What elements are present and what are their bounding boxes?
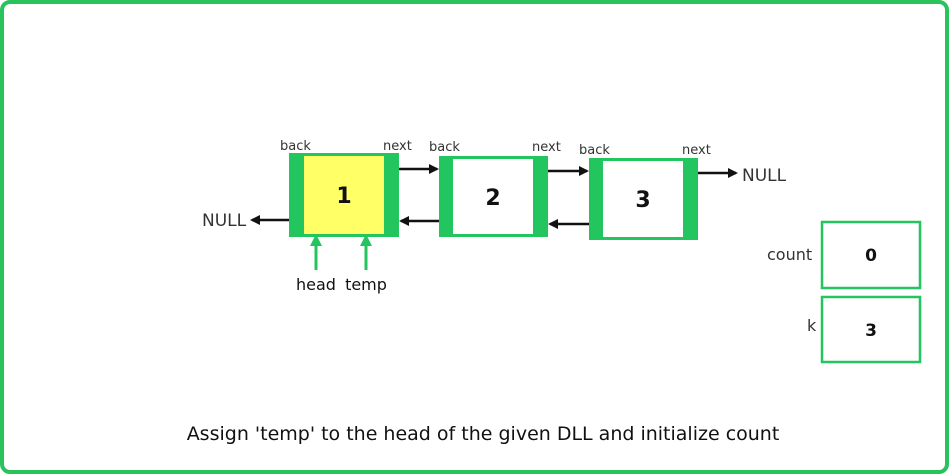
count-value: 0 xyxy=(865,246,877,266)
node-2-data-cell xyxy=(453,159,533,234)
node-2-value: 2 xyxy=(485,186,500,211)
node-3-back-label: back xyxy=(579,143,610,158)
caption: Assign 'temp' to the head of the given D… xyxy=(187,423,780,445)
node-1-back-label: back xyxy=(280,139,311,154)
count-label: count xyxy=(767,245,812,264)
k-label: k xyxy=(807,316,817,335)
variable-count: 0 count xyxy=(767,220,922,290)
null-left-label: NULL xyxy=(202,211,247,231)
node-2-next-label: next xyxy=(532,140,561,155)
node-1-value: 1 xyxy=(336,184,351,209)
node-1-next-label: next xyxy=(383,139,412,154)
temp-pointer-label: temp xyxy=(345,275,387,294)
node-2: 2 back next xyxy=(429,140,561,237)
variable-k: 3 k xyxy=(807,295,922,364)
node-1: 1 back next xyxy=(280,139,412,237)
node-3-value: 3 xyxy=(635,188,650,213)
node-3-data-cell xyxy=(603,161,683,237)
k-value: 3 xyxy=(865,321,877,341)
node-3: 3 back next xyxy=(579,143,711,240)
k-box xyxy=(820,295,922,364)
null-right-label: NULL xyxy=(742,166,787,186)
node-2-back-label: back xyxy=(429,140,460,155)
node-3-next-label: next xyxy=(682,143,711,158)
head-pointer-label: head xyxy=(296,275,336,294)
count-box xyxy=(820,220,922,290)
node-1-data-cell xyxy=(304,156,384,234)
